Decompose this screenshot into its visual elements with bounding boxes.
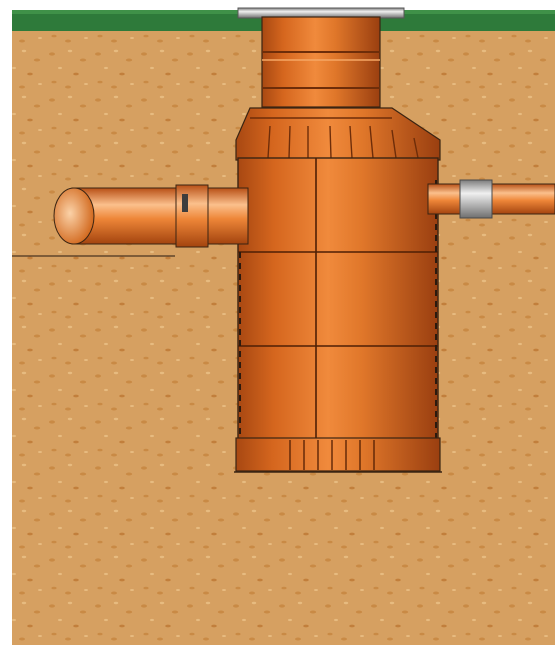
base-ribs [289, 440, 375, 470]
riser-shaft [261, 16, 381, 108]
inlet-pipe-end [53, 187, 95, 245]
shoulder-ribs [267, 125, 419, 159]
chamber-side-fins [239, 180, 437, 440]
inlet-coupling-band [182, 194, 188, 212]
chamber-shoulder [235, 107, 441, 161]
inlet-coupling [175, 184, 209, 248]
chamber-body [237, 157, 439, 441]
chamber-base [235, 437, 441, 472]
outlet-coupling [459, 179, 493, 219]
inlet-pipe [71, 187, 249, 245]
